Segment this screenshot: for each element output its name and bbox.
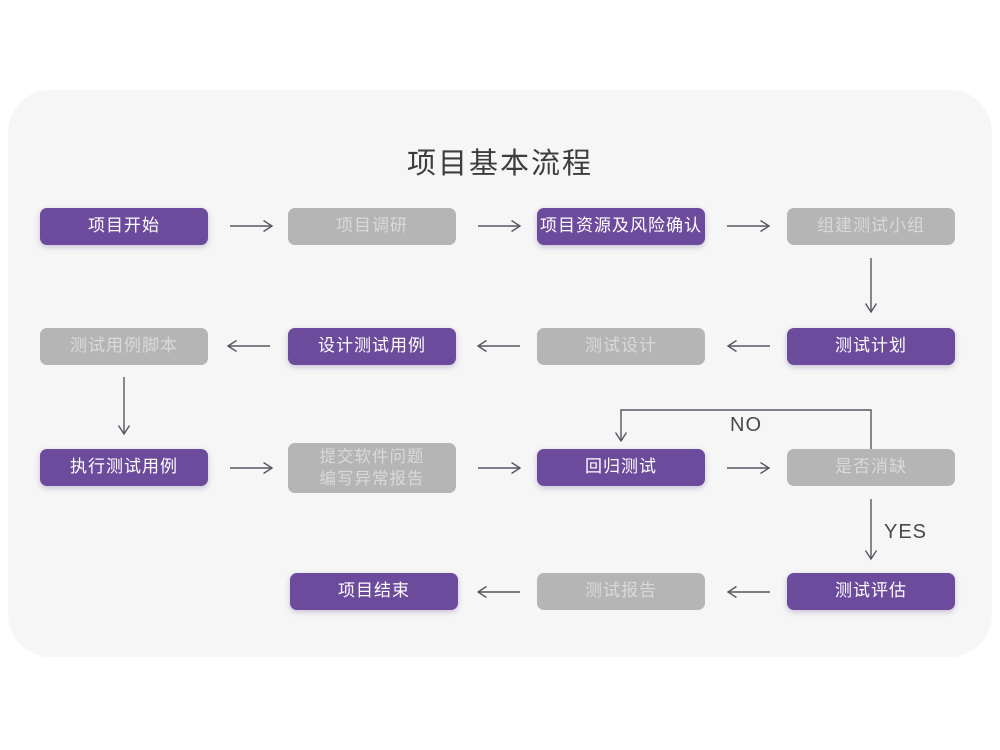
node-project-end: 项目结束 xyxy=(290,573,458,610)
node-execute-test-cases: 执行测试用例 xyxy=(40,449,208,486)
node-submit-issues-report: 提交软件问题 编写异常报告 xyxy=(288,443,456,493)
node-project-research: 项目调研 xyxy=(288,208,456,245)
node-project-start: 项目开始 xyxy=(40,208,208,245)
node-regression-test: 回归测试 xyxy=(537,449,705,486)
node-defect-cleared: 是否消缺 xyxy=(787,449,955,486)
node-design-test-cases: 设计测试用例 xyxy=(288,328,456,365)
node-test-design: 测试设计 xyxy=(537,328,705,365)
edge-label-yes: YES xyxy=(884,521,928,543)
node-test-plan: 测试计划 xyxy=(787,328,955,365)
node-test-case-script: 测试用例脚本 xyxy=(40,328,208,365)
node-test-evaluation: 测试评估 xyxy=(787,573,955,610)
flowchart-card-background xyxy=(8,90,992,657)
edge-label-no: NO xyxy=(730,414,762,436)
node-resources-risk-confirm: 项目资源及风险确认 xyxy=(537,208,705,245)
node-test-report: 测试报告 xyxy=(537,573,705,610)
node-form-test-team: 组建测试小组 xyxy=(787,208,955,245)
diagram-title: 项目基本流程 xyxy=(406,148,593,180)
